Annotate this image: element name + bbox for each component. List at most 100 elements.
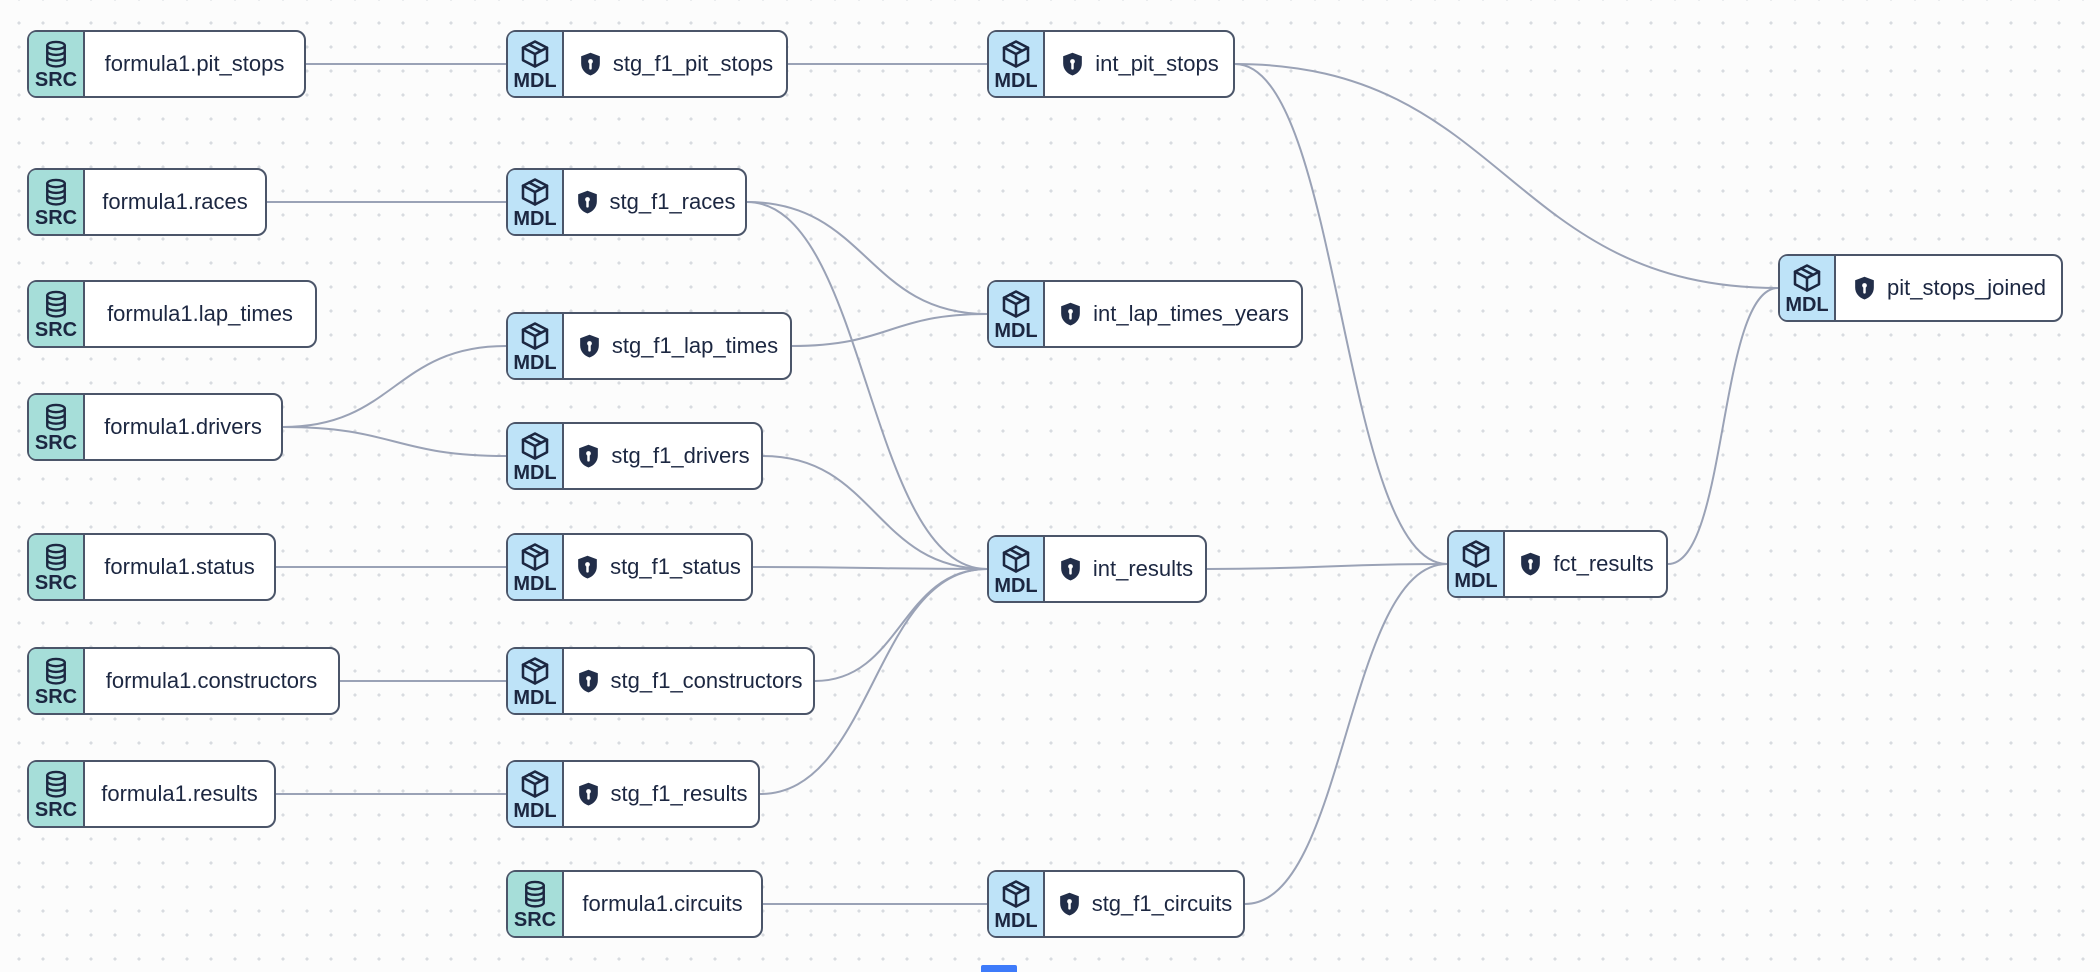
lineage-node-stg-pit-stops[interactable]: MDL stg_f1_pit_stops: [506, 30, 788, 98]
cube-icon: [1000, 543, 1032, 575]
node-type-label: SRC: [34, 798, 78, 821]
lineage-node-src-results[interactable]: SRC formula1.results: [27, 760, 276, 828]
node-type-badge: SRC: [29, 32, 85, 96]
node-body: int_pit_stops: [1045, 32, 1233, 96]
node-label: stg_f1_constructors: [610, 668, 803, 693]
cube-icon: [519, 320, 551, 352]
lineage-node-int-lap-times-years[interactable]: MDL int_lap_times_years: [987, 280, 1303, 348]
lineage-node-int-pit-stops[interactable]: MDL int_pit_stops: [987, 30, 1235, 98]
node-body: int_lap_times_years: [1045, 282, 1301, 346]
node-type-label: MDL: [513, 799, 557, 822]
node-type-label: MDL: [994, 909, 1038, 932]
node-label: formula1.circuits: [582, 891, 743, 916]
node-body: formula1.races: [85, 170, 265, 234]
node-type-badge: MDL: [989, 282, 1045, 346]
shield-icon: [1851, 275, 1878, 302]
cube-icon: [519, 768, 551, 800]
shield-icon: [1056, 891, 1083, 918]
node-label: stg_f1_pit_stops: [612, 51, 774, 76]
shield-icon: [1517, 551, 1544, 578]
node-body: formula1.constructors: [85, 649, 338, 713]
lineage-edge-int-results--fct-results: [1206, 563, 1448, 570]
shield-icon: [574, 189, 601, 216]
shield-icon: [574, 554, 601, 581]
database-icon: [41, 402, 71, 432]
node-body: stg_f1_results: [564, 762, 758, 826]
node-label: int_lap_times_years: [1093, 301, 1289, 326]
lineage-edge-int-pit-stops--fct-results: [1234, 63, 1448, 565]
node-body: int_results: [1045, 537, 1205, 601]
database-icon: [41, 289, 71, 319]
node-label: int_results: [1092, 556, 1194, 581]
node-body: fct_results: [1505, 532, 1666, 596]
lineage-node-src-races[interactable]: SRC formula1.races: [27, 168, 267, 236]
cube-icon: [1000, 38, 1032, 70]
lineage-edge-stg-lap-times--int-lap-times-years: [791, 313, 988, 347]
node-label: stg_f1_races: [609, 189, 736, 214]
node-body: formula1.status: [85, 535, 274, 599]
cube-icon: [519, 176, 551, 208]
node-type-badge: MDL: [508, 535, 564, 599]
node-label: int_pit_stops: [1095, 51, 1219, 76]
node-type-label: SRC: [513, 908, 557, 931]
lineage-edge-stg-results--int-results: [759, 568, 988, 795]
lineage-edge-stg-drivers--int-results: [762, 455, 988, 570]
shield-icon: [575, 781, 602, 808]
lineage-node-src-pit-stops[interactable]: SRC formula1.pit_stops: [27, 30, 306, 98]
node-body: formula1.drivers: [85, 395, 281, 459]
shield-icon: [575, 443, 602, 470]
database-icon: [41, 542, 71, 572]
database-icon: [41, 39, 71, 69]
lineage-node-stg-drivers[interactable]: MDL stg_f1_drivers: [506, 422, 763, 490]
node-type-badge: SRC: [29, 395, 85, 459]
shield-icon: [1057, 556, 1084, 583]
node-label: formula1.constructors: [105, 668, 318, 693]
cube-icon: [519, 541, 551, 573]
node-type-label: SRC: [34, 206, 78, 229]
node-type-label: SRC: [34, 685, 78, 708]
node-type-label: MDL: [1454, 569, 1498, 592]
node-label: stg_f1_drivers: [611, 443, 750, 468]
lineage-edge-stg-constructors--int-results: [814, 568, 988, 682]
lineage-node-int-results[interactable]: MDL int_results: [987, 535, 1207, 603]
node-type-label: SRC: [34, 431, 78, 454]
node-type-label: MDL: [994, 69, 1038, 92]
lineage-edge-stg-races--int-results: [746, 201, 988, 570]
node-type-badge: SRC: [29, 282, 85, 346]
node-type-badge: SRC: [508, 872, 564, 936]
lineage-node-src-drivers[interactable]: SRC formula1.drivers: [27, 393, 283, 461]
lineage-node-stg-circuits[interactable]: MDL stg_f1_circuits: [987, 870, 1245, 938]
node-type-badge: MDL: [508, 424, 564, 488]
node-body: stg_f1_drivers: [564, 424, 761, 488]
node-label: stg_f1_results: [610, 781, 748, 806]
shield-icon: [577, 51, 604, 78]
node-type-badge: SRC: [29, 170, 85, 234]
node-type-label: SRC: [34, 68, 78, 91]
cube-icon: [519, 430, 551, 462]
lineage-node-src-constructors[interactable]: SRC formula1.constructors: [27, 647, 340, 715]
node-label: pit_stops_joined: [1886, 275, 2046, 300]
lineage-node-stg-results[interactable]: MDL stg_f1_results: [506, 760, 760, 828]
clipped-blue-ui-fragment: [981, 965, 1017, 972]
node-type-badge: MDL: [508, 32, 564, 96]
lineage-edge-stg-circuits--fct-results: [1244, 563, 1448, 905]
node-type-label: MDL: [994, 574, 1038, 597]
node-body: stg_f1_circuits: [1045, 872, 1243, 936]
lineage-node-src-circuits[interactable]: SRC formula1.circuits: [506, 870, 763, 938]
node-type-badge: SRC: [29, 535, 85, 599]
lineage-edge-stg-status--int-results: [752, 566, 988, 570]
lineage-node-fct-results[interactable]: MDL fct_results: [1447, 530, 1668, 598]
node-body: formula1.pit_stops: [85, 32, 304, 96]
node-body: formula1.results: [85, 762, 274, 826]
shield-icon: [1059, 51, 1086, 78]
node-type-label: SRC: [34, 318, 78, 341]
